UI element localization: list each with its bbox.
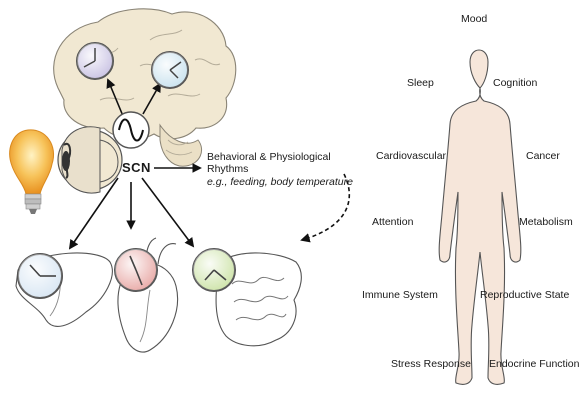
label-cardiovascular: Cardiovascular [376,151,446,162]
label-attention: Attention [372,217,413,228]
intestine-clock-icon [193,249,235,291]
label-stress-response: Stress Response [391,359,471,370]
brain-clock-blue-icon [152,52,188,88]
rhythms-title: Behavioral & Physiological Rhythms [207,151,337,175]
label-cancer: Cancer [526,151,560,162]
scn-oscillator-icon [113,112,149,148]
scn-label: SCN [122,160,151,175]
liver-clock-icon [18,254,62,298]
label-metabolism: Metabolism [519,217,573,228]
light-bulb-icon [10,130,54,214]
eye-illustration [58,127,122,193]
heart-clock-icon [115,249,157,291]
label-reproductive-state: Reproductive State [480,290,569,301]
label-endocrine-function: Endocrine Function [489,359,579,370]
label-mood: Mood [461,14,487,25]
label-cognition: Cognition [493,78,537,89]
label-sleep: Sleep [407,78,434,89]
label-immune-system: Immune System [362,290,438,301]
brain-clock-purple-icon [77,43,113,79]
human-body-illustration [439,50,521,384]
rhythms-examples: e.g., feeding, body temperature [207,176,353,188]
